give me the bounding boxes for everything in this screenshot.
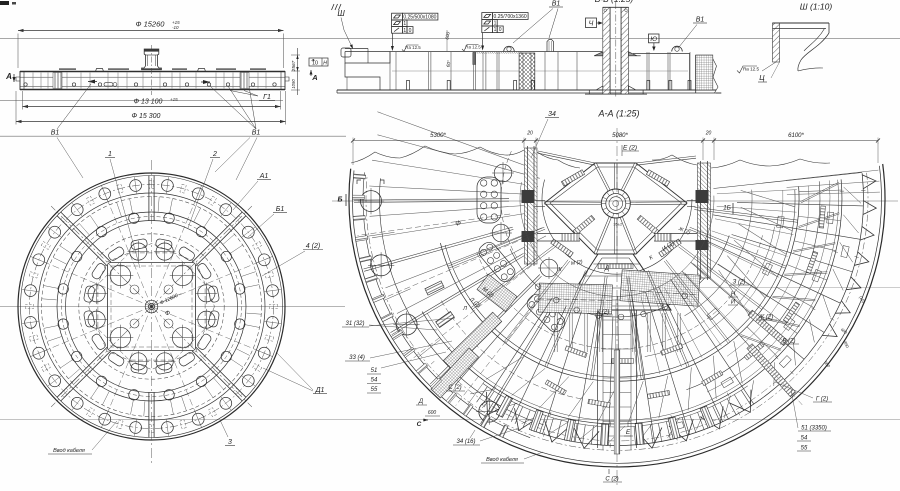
svg-text:З (2): З (2)	[733, 280, 746, 286]
svg-text:34: 34	[548, 111, 556, 118]
svg-text:0: 0	[499, 27, 502, 33]
svg-text:В1: В1	[51, 130, 60, 137]
svg-text:Ш (1:10): Ш (1:10)	[800, 2, 833, 12]
svg-text:Ввод кабеля: Ввод кабеля	[486, 457, 518, 463]
svg-text:600: 600	[444, 31, 450, 40]
svg-text:А: А	[5, 72, 12, 81]
svg-text:А: А	[311, 73, 317, 82]
svg-text:31 (32): 31 (32)	[345, 321, 364, 327]
svg-text:Ж (2): Ж (2)	[677, 226, 692, 236]
svg-text:М (2): М (2)	[571, 259, 584, 267]
svg-text:Ra 12.5: Ra 12.5	[405, 45, 421, 50]
svg-text:К: К	[558, 267, 562, 273]
svg-text:С (2): С (2)	[448, 385, 461, 391]
svg-text:Б-Б (1:25): Б-Б (1:25)	[595, 0, 634, 4]
svg-text:С: С	[417, 421, 422, 428]
svg-text:Ю: Ю	[650, 36, 657, 43]
svg-text:1090: 1090	[291, 79, 296, 89]
svg-text:Е (2): Е (2)	[623, 145, 637, 152]
svg-text:4 (2): 4 (2)	[306, 243, 320, 250]
svg-text:Д: Д	[418, 399, 424, 405]
svg-text:850: 850	[843, 340, 851, 349]
svg-text:Д1: Д1	[315, 387, 325, 394]
svg-text:Ж (2): Ж (2)	[758, 315, 774, 321]
svg-text:0: 0	[409, 28, 412, 34]
svg-text:Ц: Ц	[759, 73, 765, 82]
svg-text:Б: Б	[338, 197, 343, 204]
svg-text:2567: 2567	[291, 60, 297, 72]
svg-text:Г1: Г1	[263, 94, 271, 101]
svg-text:51 (3350): 51 (3350)	[801, 426, 827, 432]
svg-text:600: 600	[823, 360, 832, 369]
svg-text:Ф 15260: Ф 15260	[136, 20, 166, 29]
svg-text:1: 1	[494, 27, 497, 33]
svg-text:+15: +15	[172, 20, 180, 25]
svg-text:С (2): С (2)	[605, 477, 618, 483]
svg-text:К: К	[648, 254, 655, 261]
svg-text:5300*: 5300*	[430, 133, 446, 139]
svg-text:В1: В1	[252, 130, 261, 137]
svg-text:1Б: 1Б	[723, 205, 731, 212]
svg-text:600: 600	[840, 327, 849, 336]
svg-text:Д: Д	[604, 266, 610, 272]
svg-text:(15): (15)	[858, 295, 867, 304]
svg-text:Е: Е	[626, 429, 631, 436]
svg-text:В1: В1	[696, 17, 705, 24]
svg-text:+15: +15	[170, 97, 178, 102]
svg-text:А-А (1:25): А-А (1:25)	[597, 109, 639, 119]
svg-text:20: 20	[526, 131, 533, 137]
svg-text:Ф: Ф	[165, 311, 170, 317]
svg-text:5080*: 5080*	[612, 133, 628, 139]
svg-text:55: 55	[371, 387, 378, 393]
svg-text:Ra 12.5: Ra 12.5	[743, 67, 760, 72]
svg-text:Ш: Ш	[337, 9, 345, 18]
svg-text:Н: Н	[323, 61, 327, 67]
svg-text:Ф 13 100: Ф 13 100	[134, 99, 163, 106]
svg-text:2: 2	[212, 151, 217, 158]
svg-text:Б1: Б1	[276, 206, 285, 213]
svg-text:33 (4): 33 (4)	[349, 355, 365, 361]
svg-text:10: 10	[312, 61, 318, 67]
svg-text:И: И	[731, 300, 736, 306]
svg-text:51: 51	[371, 368, 378, 374]
svg-text:3: 3	[228, 439, 232, 446]
svg-text:-10: -10	[172, 25, 179, 30]
svg-text:Ra 12.5: Ra 12.5	[465, 45, 481, 50]
svg-text:Ф: Ф	[455, 221, 461, 228]
svg-text:6100*: 6100*	[788, 133, 804, 139]
svg-text:Ч: Ч	[589, 21, 594, 28]
svg-text:Ввод кабеля: Ввод кабеля	[53, 448, 85, 454]
svg-text:1: 1	[494, 21, 497, 27]
svg-text:К (2): К (2)	[597, 310, 610, 316]
svg-text:60°: 60°	[445, 60, 451, 68]
svg-text:34 (16): 34 (16)	[456, 439, 475, 445]
svg-text:В (2): В (2)	[782, 339, 795, 345]
svg-text:600: 600	[428, 410, 437, 416]
svg-text:Н: Н	[731, 292, 736, 298]
svg-text:35±2: 35±2	[613, 222, 623, 227]
svg-text:Г (2): Г (2)	[816, 397, 828, 403]
svg-text:54: 54	[371, 378, 378, 384]
svg-text:0.25/700х1360: 0.25/700х1360	[494, 14, 527, 20]
svg-text:54: 54	[801, 436, 808, 442]
svg-text:0.25/500х1080: 0.25/500х1080	[403, 14, 436, 20]
svg-text:1: 1	[403, 28, 406, 34]
svg-text:Л: Л	[462, 306, 467, 312]
svg-text:А1: А1	[259, 173, 269, 180]
svg-text:В1: В1	[552, 1, 561, 8]
svg-text:20: 20	[705, 131, 712, 137]
svg-text:Ф 15 300: Ф 15 300	[132, 113, 161, 120]
svg-text:55: 55	[801, 446, 808, 452]
svg-text:1: 1	[108, 151, 112, 158]
svg-text:1: 1	[403, 21, 406, 27]
